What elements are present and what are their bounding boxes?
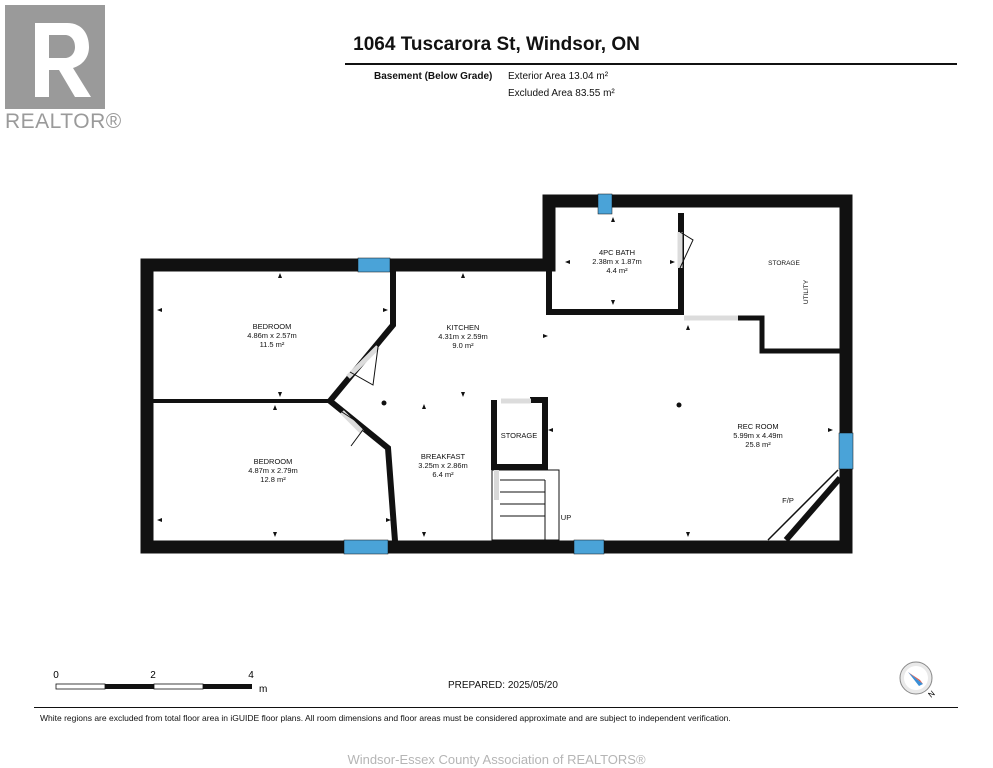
room-dimensions: 5.99m x 4.49m (733, 431, 783, 440)
room-name: REC ROOM (737, 422, 778, 431)
room-name: KITCHEN (447, 323, 480, 332)
scale-unit: m (259, 684, 267, 695)
room-area: 4.4 m² (606, 266, 628, 275)
stairs (491, 469, 560, 541)
room-dimensions: 4.87m x 2.79m (248, 466, 298, 475)
room-dimensions: 2.38m x 1.87m (592, 257, 642, 266)
compass-icon: N (899, 661, 937, 700)
scale-tick-0: 0 (53, 670, 59, 681)
room-area: 9.0 m² (452, 341, 474, 350)
floor-plan: BEDROOM 4.86m x 2.57m 11.5 m² BEDROOM 4.… (140, 193, 854, 555)
scale-bar: 0 2 4 m (53, 670, 267, 695)
room-name: 4PC BATH (599, 248, 635, 257)
room-dimensions: 4.86m x 2.57m (247, 331, 297, 340)
room-dimensions: 3.25m x 2.86m (418, 461, 468, 470)
exterior-area-text: Exterior Area 13.04 m² (508, 71, 609, 82)
windows (343, 193, 854, 555)
room-name: BEDROOM (254, 457, 293, 466)
room-bedroom-1: BEDROOM 4.86m x 2.57m 11.5 m² (247, 322, 297, 349)
room-name: BREAKFAST (421, 452, 466, 461)
prepared-date: PREPARED: 2025/05/20 (448, 680, 558, 691)
room-rec-room: REC ROOM 5.99m x 4.49m 25.8 m² (733, 422, 783, 449)
floor-level-label: Basement (Below Grade) (374, 71, 493, 82)
scale-tick-2: 2 (150, 670, 156, 681)
room-area: 11.5 m² (260, 340, 285, 349)
excluded-area-text: Excluded Area 83.55 m² (508, 88, 615, 99)
room-name: BEDROOM (253, 322, 292, 331)
room-storage-center: STORAGE (501, 431, 538, 440)
room-area: 25.8 m² (745, 440, 771, 449)
room-kitchen: KITCHEN 4.31m x 2.59m 9.0 m² (438, 323, 488, 350)
door-swings (341, 231, 694, 447)
room-dimensions: 4.31m x 2.59m (438, 332, 488, 341)
room-utility: UTILITY (803, 279, 810, 304)
door-openings (340, 232, 738, 434)
fireplace-label: F/P (782, 496, 794, 505)
ceiling-points (381, 400, 682, 408)
compass-north-label: N (927, 689, 937, 700)
room-bedroom-2: BEDROOM 4.87m x 2.79m 12.8 m² (248, 457, 298, 484)
scale-tick-4: 4 (248, 670, 254, 681)
footer-divider (34, 707, 958, 708)
association-watermark: Windsor-Essex County Association of REAL… (347, 752, 646, 767)
title-divider (345, 63, 957, 65)
disclaimer-text: White regions are excluded from total fl… (40, 713, 731, 723)
room-area: 12.8 m² (260, 475, 286, 484)
dimension-arrows (157, 217, 833, 537)
room-area: 6.4 m² (432, 470, 454, 479)
realtor-logo-icon (5, 5, 105, 109)
room-bath: 4PC BATH 2.38m x 1.87m 4.4 m² (592, 248, 642, 275)
page-title: 1064 Tuscarora St, Windsor, ON (353, 34, 640, 55)
stairs-up-label: UP (561, 513, 571, 522)
room-breakfast: BREAKFAST 3.25m x 2.86m 6.4 m² (418, 452, 468, 479)
realtor-logo-text: REALTOR® (5, 110, 122, 133)
room-storage-upper: STORAGE (768, 260, 800, 267)
